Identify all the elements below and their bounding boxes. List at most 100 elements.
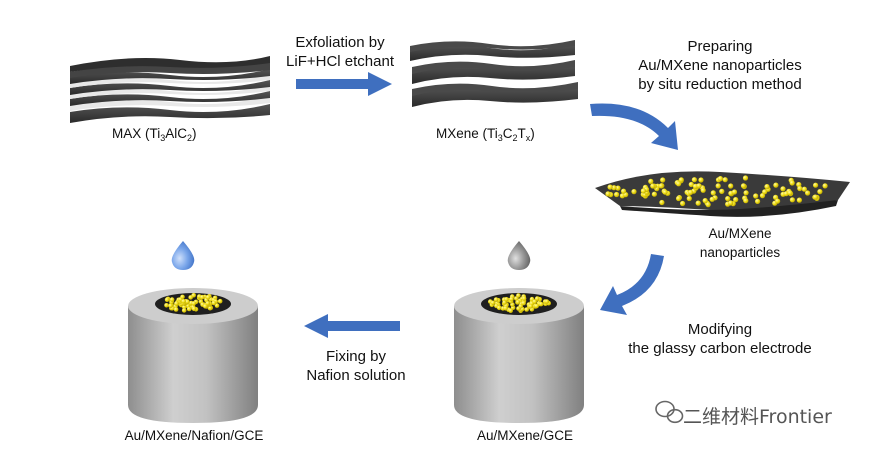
nafion-drop-icon	[171, 241, 195, 270]
gold-particle	[217, 298, 223, 304]
gold-particle	[174, 301, 179, 306]
step-exfoliation-line1: Exfoliation by	[295, 34, 385, 51]
label-au-mxene-nafion-gce: Au/MXene/Nafion/GCE	[124, 428, 264, 443]
gold-particle	[817, 189, 823, 195]
mxene-flakes	[410, 40, 578, 107]
gold-particle	[191, 301, 197, 306]
gold-particle	[764, 184, 770, 190]
gold-particle	[775, 198, 781, 204]
gold-particle	[615, 185, 621, 191]
gold-particle	[200, 294, 205, 300]
label-au-np-line2: nanoparticles	[699, 245, 781, 260]
gold-particle	[214, 303, 220, 308]
gold-particle	[733, 197, 739, 203]
gold-particle	[796, 182, 802, 188]
gold-particle	[651, 191, 658, 197]
gold-particle	[658, 183, 664, 189]
gold-particle	[688, 181, 694, 188]
gold-particle	[702, 198, 708, 204]
gold-particle	[490, 300, 496, 306]
gold-particle	[650, 183, 656, 189]
gold-particle	[796, 197, 803, 203]
gold-particle	[822, 183, 828, 189]
gold-particle	[743, 198, 749, 204]
gold-particle	[710, 190, 716, 196]
gold-particle	[762, 189, 768, 195]
gold-particle	[680, 200, 686, 207]
gold-particle	[544, 299, 550, 304]
gold-particle	[705, 202, 711, 208]
gold-particle	[169, 297, 175, 302]
gold-particle	[728, 200, 734, 206]
gold-particle	[185, 299, 190, 305]
gold-particle	[205, 295, 211, 300]
gold-particle	[181, 308, 187, 313]
gold-particle	[515, 299, 521, 305]
label-au-mxene-gce: Au/MXene/GCE	[476, 428, 574, 443]
gold-particle	[538, 301, 544, 307]
gold-particle	[678, 177, 684, 183]
gold-particle	[496, 305, 502, 311]
gold-particle	[812, 194, 819, 200]
gold-particle	[725, 196, 731, 202]
gold-particle	[700, 187, 706, 193]
gold-particle	[631, 189, 637, 195]
step-modifying: Modifying the glassy carbon electrode	[610, 320, 830, 358]
gold-particle	[503, 306, 508, 311]
step-fixing: Fixing by Nafion solution	[286, 347, 426, 385]
step-fixing-line2: Nafion solution	[306, 367, 406, 384]
gold-particle	[715, 183, 721, 189]
gold-particle	[607, 184, 613, 190]
gold-particle	[780, 186, 786, 192]
au-mxene-sheet	[595, 171, 850, 217]
gold-particle	[743, 190, 749, 196]
gold-particle	[695, 200, 701, 206]
gold-particle	[688, 189, 694, 195]
gold-particle	[659, 199, 665, 206]
step-preparing: Preparing Au/MXene nanoparticles by situ…	[610, 37, 830, 94]
gold-particle	[676, 195, 682, 202]
label-max: MAX (Ti3AlC2)	[112, 126, 197, 143]
watermark-text: 二维材料Frontier	[683, 406, 832, 428]
step-modifying-line1: Modifying	[687, 321, 753, 338]
gold-nanoparticles	[164, 293, 223, 313]
gold-particle	[518, 304, 523, 309]
gold-particle	[662, 189, 668, 195]
gold-particle	[534, 303, 539, 309]
gold-particle	[168, 303, 173, 309]
gold-particle	[508, 308, 513, 314]
gold-particle	[164, 297, 170, 303]
arrow-preparing	[590, 103, 678, 150]
step-preparing-line1: Preparing	[687, 38, 753, 55]
gold-particle	[787, 190, 793, 196]
label-mxene: MXene (Ti3C2Tx)	[436, 126, 535, 143]
gold-particle	[755, 198, 761, 204]
gold-particle	[691, 177, 698, 183]
gold-particle	[181, 299, 186, 304]
gold-particle	[728, 183, 734, 189]
gold-particle	[504, 297, 509, 302]
wechat-icon	[655, 400, 684, 424]
step-exfoliation-line2: LiF+HCl etchant	[286, 53, 394, 70]
gold-particle	[614, 191, 620, 198]
gold-nanoparticles	[605, 175, 828, 208]
gold-particle	[164, 303, 169, 308]
gold-particle	[186, 306, 192, 312]
step-exfoliation: Exfoliation by LiF+HCl etchant	[273, 33, 407, 71]
gold-particle	[521, 296, 527, 301]
step-fixing-line1: Fixing by	[325, 348, 387, 365]
gold-particle	[773, 182, 779, 188]
gold-particle	[173, 307, 179, 312]
gold-particle	[717, 176, 724, 182]
gold-particle	[180, 294, 185, 300]
gold-particle	[493, 297, 499, 302]
gold-particle	[813, 182, 819, 188]
arrow-fixing	[304, 314, 400, 338]
arrow-modifying	[600, 254, 664, 315]
gold-particle	[211, 300, 217, 306]
gold-particle	[719, 188, 725, 194]
gold-particle	[191, 293, 196, 298]
gold-particle	[789, 180, 795, 186]
gold-particle	[509, 296, 514, 302]
